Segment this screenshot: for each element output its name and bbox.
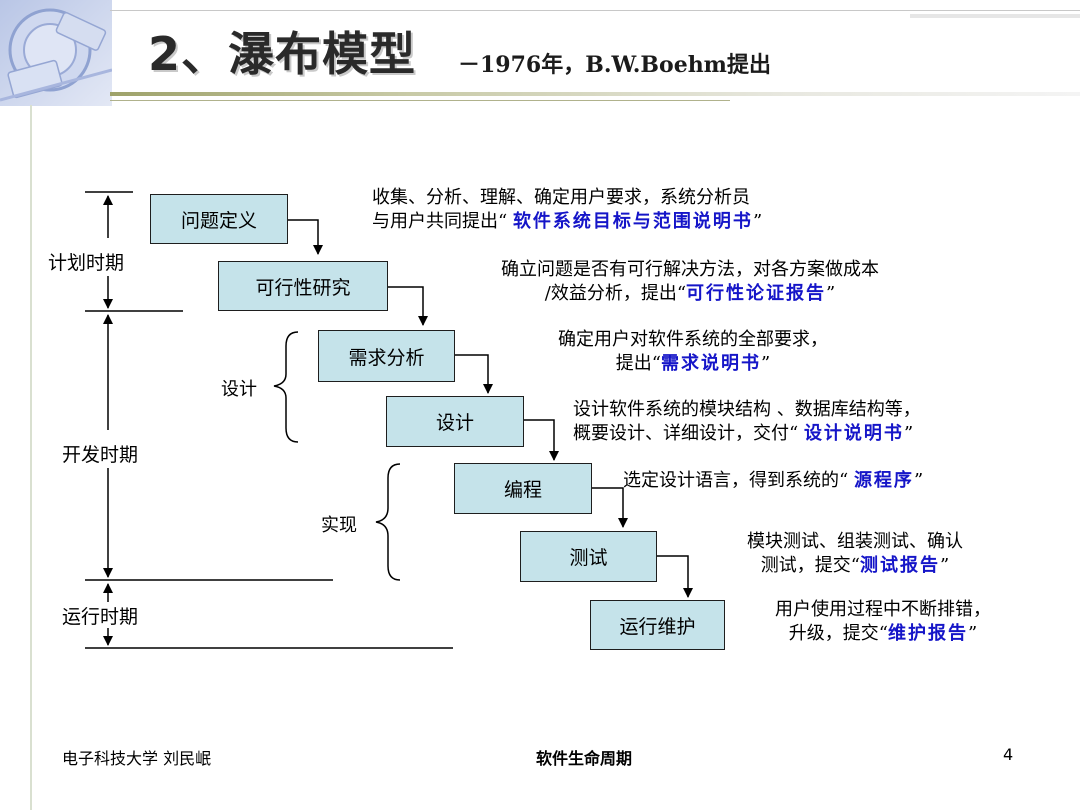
page-subtitle: －1976年，B.W.Boehm提出 [458,52,771,78]
deliverable-highlight: 设计说明书 [803,423,904,444]
stage-problem-definition: 问题定义 [150,194,288,244]
desc-suffix: ” [968,623,978,644]
deliverable-highlight: 测试报告 [860,555,940,576]
desc-suffix: ” [761,353,771,374]
desc-line: /效益分析，提出“可行性论证报告” [440,282,940,306]
desc-prefix: 提出“ [615,353,661,374]
desc-line: 收集、分析、理解、确定用户要求，系统分析员 [372,187,750,208]
header-top-rule [110,10,1080,11]
stage-testing: 测试 [520,531,657,582]
desc-prefix: 测试，提交“ [760,555,860,576]
desc-prefix: /效益分析，提出“ [544,283,687,304]
header-underline [110,100,730,101]
desc-prefix: 选定设计语言，得到系统的“ [623,470,854,491]
desc-line: 模块测试、组装测试、确认 [747,531,963,552]
desc-line: 设计软件系统的模块结构 、数据库结构等， [573,399,921,420]
stage-desc-requirements-analysis: 确定用户对软件系统的全部要求， 提出“需求说明书” [508,328,878,376]
desc-line: 升级，提交“维护报告” [728,622,1038,646]
stage-desc-design: 设计软件系统的模块结构 、数据库结构等， 概要设计、详细设计，交付“ 设计说明书… [573,398,921,446]
stage-maintenance: 运行维护 [590,600,725,650]
desc-suffix: ” [752,211,763,232]
deliverable-highlight: 可行性论证报告 [686,283,827,304]
page-number: 4 [1003,745,1014,764]
stage-requirements-analysis: 需求分析 [318,330,455,382]
deliverable-highlight: 维护报告 [888,623,968,644]
phase-design: 设计 [221,379,257,400]
stage-desc-programming: 选定设计语言，得到系统的“ 源程序” [623,469,923,493]
desc-line: 提出“需求说明书” [508,352,878,376]
header-top-rule-accent [910,14,1080,18]
desc-suffix: ” [826,283,836,304]
desc-line: 概要设计、详细设计，交付“ 设计说明书” [573,422,921,446]
desc-prefix: 升级，提交“ [788,623,888,644]
desc-line: 确定用户对软件系统的全部要求， [558,329,828,350]
footer-topic: 软件生命周期 [536,749,633,768]
desc-line: 选定设计语言，得到系统的“ 源程序” [623,469,923,493]
period-run: 运行时期 [62,606,139,628]
desc-line: 用户使用过程中不断排错， [775,599,991,620]
footer-author: 电子科技大学 刘民岷 [62,749,212,768]
desc-prefix: 与用户共同提出“ [372,211,513,232]
stage-desc-problem-definition: 收集、分析、理解、确定用户要求，系统分析员 与用户共同提出“ 软件系统目标与范围… [372,186,762,234]
corner-decoration [0,0,112,106]
period-plan: 计划时期 [48,252,125,274]
stage-desc-testing: 模块测试、组装测试、确认 测试，提交“测试报告” [700,530,1010,578]
period-dev: 开发时期 [62,444,139,466]
header-bar [110,92,1080,96]
deliverable-highlight: 源程序 [853,470,914,491]
stage-programming: 编程 [454,463,592,514]
deliverable-highlight: 需求说明书 [661,353,761,374]
desc-line: 确立问题是否有可行解决方法，对各方案做成本 [501,259,879,280]
stage-feasibility-study: 可行性研究 [218,261,388,311]
desc-suffix: ” [940,555,950,576]
desc-line: 测试，提交“测试报告” [700,554,1010,578]
desc-line: 与用户共同提出“ 软件系统目标与范围说明书” [372,210,762,234]
desc-suffix: ” [903,423,914,444]
page-title: 2、瀑布模型 [148,27,417,81]
phase-implement: 实现 [321,515,357,536]
desc-prefix: 概要设计、详细设计，交付“ [573,423,804,444]
left-margin-rule [30,105,32,810]
deliverable-highlight: 软件系统目标与范围说明书 [512,211,753,232]
stage-desc-feasibility-study: 确立问题是否有可行解决方法，对各方案做成本 /效益分析，提出“可行性论证报告” [440,258,940,306]
stage-design: 设计 [386,396,524,447]
stage-desc-maintenance: 用户使用过程中不断排错， 升级，提交“维护报告” [728,598,1038,646]
desc-suffix: ” [913,470,924,491]
